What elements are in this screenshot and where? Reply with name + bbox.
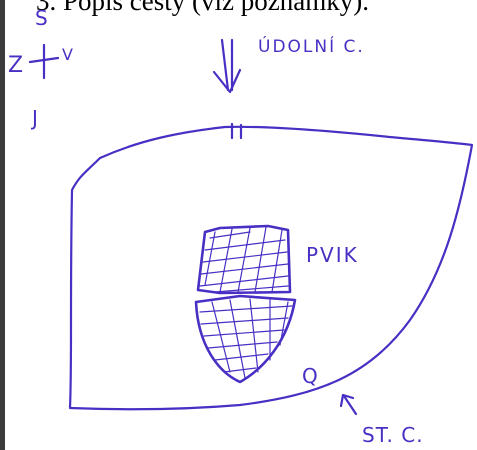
scan-edge-strip <box>0 0 5 450</box>
point-q-label: Q <box>302 364 318 388</box>
section-heading: 3. Popis cesty (viz poznámky). <box>36 0 369 16</box>
compass-south-label: J <box>30 106 38 130</box>
compass-west-label: Z <box>8 53 23 78</box>
compass-horizontal-line <box>28 56 60 64</box>
hill-name-label: PVIK <box>306 243 359 267</box>
upper-gate-mark <box>230 122 243 140</box>
compass-rose <box>28 43 60 80</box>
upper-gate-label: ÚDOLNÍ C. <box>258 35 365 57</box>
compass-north-label: S <box>35 6 48 30</box>
area-boundary <box>68 125 474 411</box>
arrow-up-icon <box>339 393 358 416</box>
hill-upper-shape <box>196 224 292 295</box>
lower-gate-label: ST. C. <box>362 423 424 447</box>
hill-lower-shape <box>194 294 297 384</box>
compass-east-label: V <box>62 45 73 64</box>
arrow-down-icon <box>212 38 242 94</box>
